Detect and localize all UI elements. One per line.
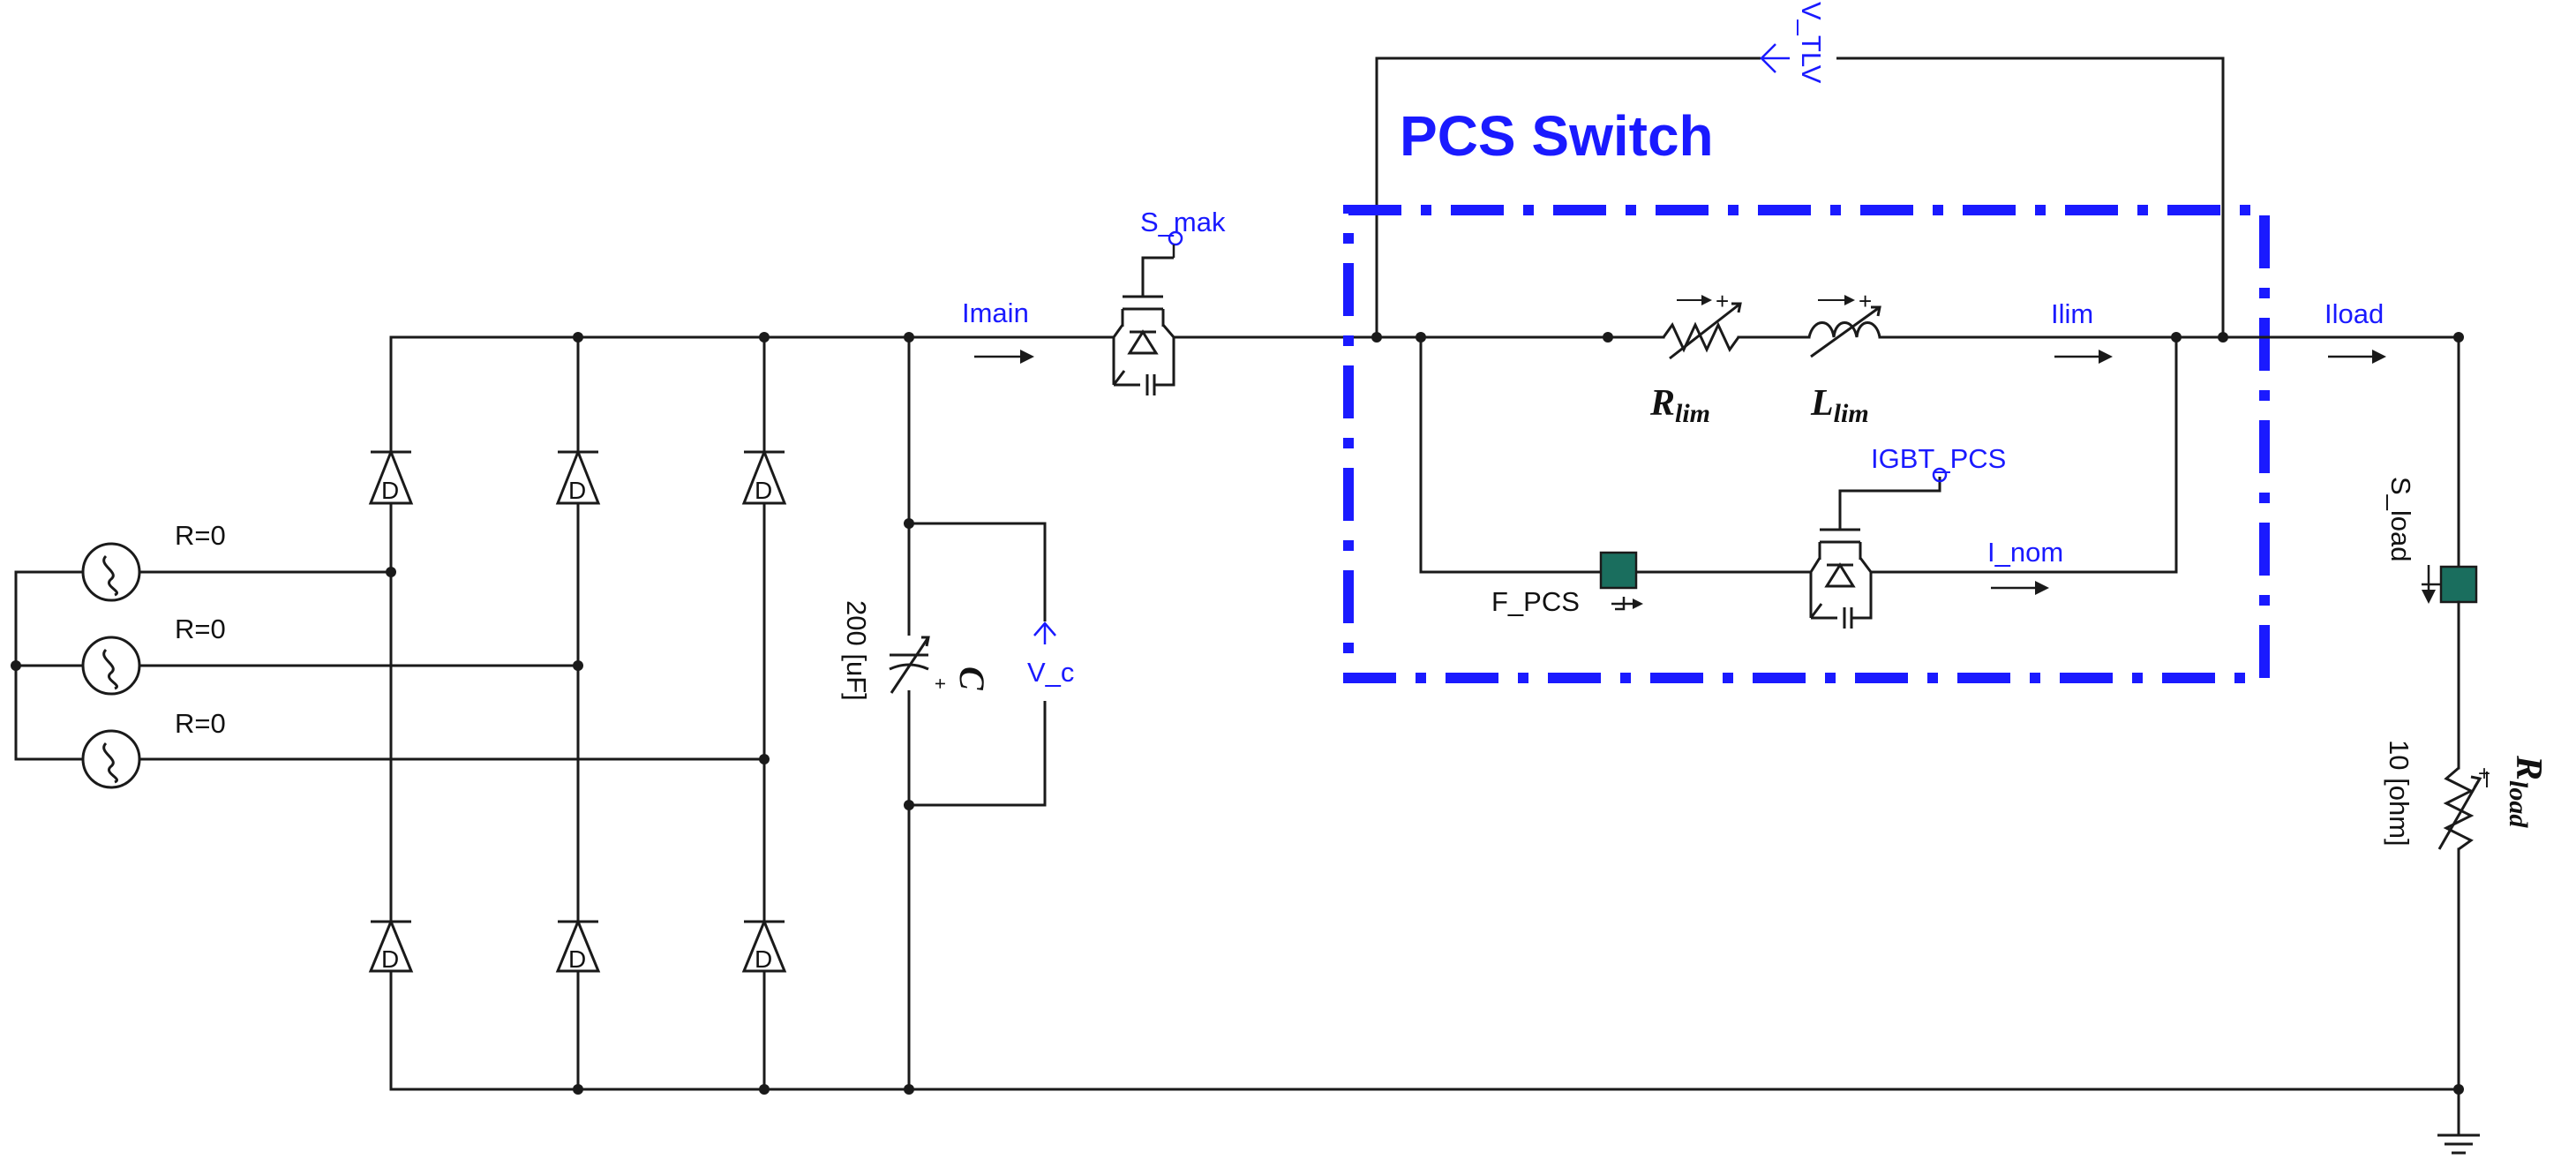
source-label: R=0 [175, 708, 226, 739]
fault-signal-block: F_PCS [1491, 551, 1643, 617]
svg-text:D: D [381, 945, 399, 973]
diode-icon: D [555, 448, 601, 505]
igbt-gate-label: IGBT_PCS [1871, 443, 2006, 474]
ac-source-icon [81, 636, 141, 696]
current-meter-imain: Imain [962, 297, 1034, 364]
diode-icon: D [368, 448, 414, 505]
svg-text:D: D [381, 477, 399, 504]
load-value-label: 10 [ohm] [2384, 740, 2415, 847]
source-label: R=0 [175, 614, 226, 644]
l-lim-label: Llim [1810, 383, 1869, 428]
diode-icon: D [555, 918, 601, 973]
pcs-switch: V_TLV PCS Switch + + Rlim Llim [1343, 2, 2270, 683]
r-lim-label: Rlim [1649, 383, 1710, 428]
current-meter-label: Iload [2324, 298, 2384, 329]
svg-text:+: + [2478, 762, 2490, 786]
svg-text:D: D [568, 477, 586, 504]
current-meter-inom: I_nom [1987, 537, 2063, 595]
ground-icon [2437, 1133, 2480, 1155]
current-meter-label: Imain [962, 297, 1029, 328]
pcs-title: PCS Switch [1400, 104, 1714, 168]
current-meter-label: Ilim [2051, 298, 2093, 329]
diode-icon: D [741, 918, 787, 973]
ac-source-group: R=0 R=0 R=0 [11, 520, 770, 789]
return-path [907, 1084, 2480, 1155]
voltmeter-v-tlv: V_TLV [1760, 2, 1836, 84]
load-switch-label: S_load [2385, 477, 2416, 562]
svg-text:D: D [568, 945, 586, 973]
dc-link-capacitor: + 200 [uF] C V_c [841, 335, 1074, 1091]
ac-source-icon [81, 729, 141, 789]
current-meter-label: I_nom [1987, 537, 2063, 568]
current-meter-iload: Iload [2324, 298, 2386, 364]
svg-text:+: + [1859, 288, 1872, 314]
voltmeter-v-c: V_c [1027, 621, 1074, 701]
svg-text:+: + [1716, 288, 1729, 314]
control-block [1599, 551, 1638, 590]
main-switch: Imain S_mak [907, 207, 1378, 395]
voltmeter-label: V_c [1027, 657, 1074, 688]
igbt-icon [1103, 230, 1183, 395]
source-label: R=0 [175, 520, 226, 551]
capacitor-value-label: 200 [uF] [841, 600, 872, 701]
load-switch-block [2439, 565, 2478, 604]
diode-icon: D [741, 448, 787, 505]
ac-source-icon [81, 542, 141, 602]
pcs-boundary [1343, 205, 2270, 683]
capacitor-name-label: C [952, 666, 992, 691]
svg-text:D: D [755, 945, 772, 973]
diode-icon: D [368, 918, 414, 973]
svg-text:D: D [755, 477, 772, 504]
fault-signal-label: F_PCS [1491, 586, 1580, 617]
current-meter-ilim: Ilim [2051, 298, 2113, 364]
variable-resistor-icon: + [1662, 288, 1742, 360]
variable-inductor-icon: + [1807, 288, 1881, 358]
variable-resistor-icon: + [2437, 762, 2490, 851]
voltmeter-label: V_TLV [1796, 2, 1827, 84]
diode-bridge: D D D D D D [368, 332, 914, 1095]
r-load-label: Rload [2504, 755, 2549, 828]
igbt-icon [1800, 467, 1948, 629]
variable-capacitor-icon: + [889, 636, 951, 694]
load-branch: Iload S_load + 10 [ohm] Rload [2221, 298, 2549, 1091]
svg-text:+: + [929, 678, 951, 689]
gate-signal-label: S_mak [1140, 207, 1226, 237]
